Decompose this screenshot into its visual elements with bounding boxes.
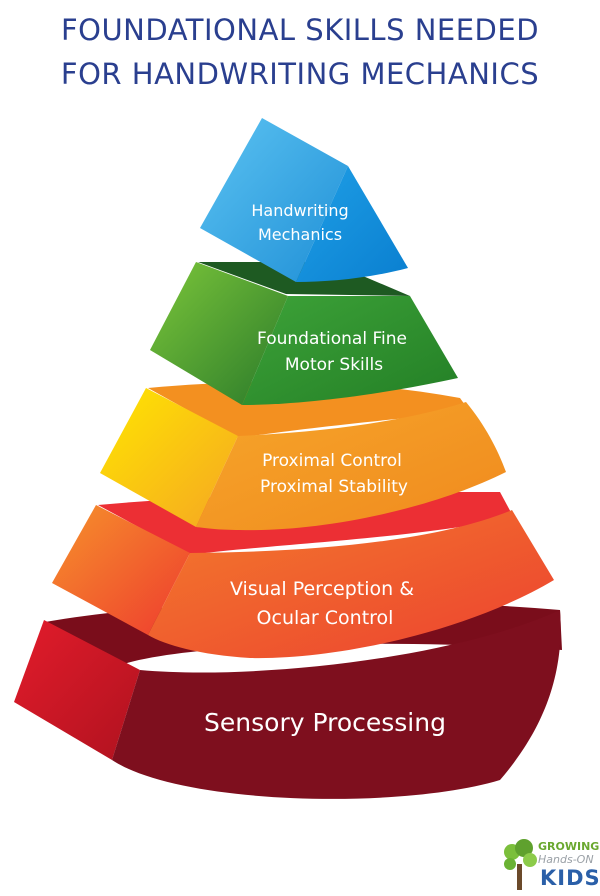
level-5-label: Sensory Processing [204,708,446,737]
level-2-label-line-2: Motor Skills [285,355,383,375]
brand-logo: GROWING Hands-ON KIDS [500,838,600,892]
logo-line-2: Hands-ON [538,853,594,866]
logo-line-1: GROWING [538,840,600,853]
level-3-front-face [196,402,506,531]
level-1-label-line-2: Mechanics [258,225,342,244]
level-5-front-face [112,610,561,799]
level-4-front-face [148,510,554,659]
level-3-left-face [100,388,238,527]
level-3-label-line-1: Proximal Control [262,451,402,471]
level-2-label-line-1: Foundational Fine [257,329,407,349]
level-4-left-face [52,505,190,635]
level-fine-motor: Foundational Fine Motor Skills [150,262,458,405]
logo-line-3: KIDS [540,866,600,890]
level-2-front-face [242,296,458,405]
level-proximal-control: Proximal Control Proximal Stability [100,382,506,531]
page-title: FOUNDATIONAL SKILLS NEEDED FOR HANDWRITI… [0,8,600,96]
level-4-label-line-1: Visual Perception & [230,578,414,600]
title-line-1: FOUNDATIONAL SKILLS NEEDED [60,13,540,47]
level-3-label-line-2: Proximal Stability [260,477,408,497]
level-1-right-face [296,166,408,282]
title-line-2: FOR HANDWRITING MECHANICS [60,57,540,91]
level-handwriting-mechanics: Handwriting Mechanics [200,118,408,282]
level-2-left-face [150,262,288,405]
tree-icon [504,839,537,890]
level-1-left-face [200,118,348,282]
level-4-label-line-2: Ocular Control [257,607,394,629]
level-1-label-line-1: Handwriting [251,201,348,220]
level-5-left-face [14,620,140,760]
